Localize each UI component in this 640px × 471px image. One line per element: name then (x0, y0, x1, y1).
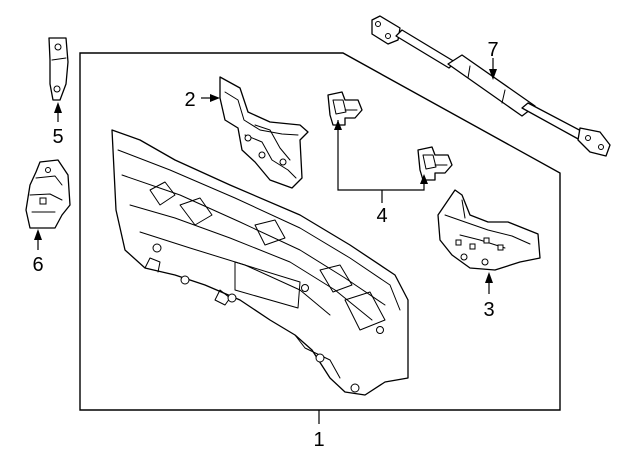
callout-3: 3 (483, 299, 494, 321)
arrow-4b (420, 174, 428, 184)
arrow-6 (34, 229, 42, 240)
arrow-7 (489, 69, 497, 80)
callout-4: 4 (376, 205, 387, 227)
callout-2: 2 (184, 89, 195, 111)
arrow-2 (210, 94, 220, 102)
callout-1: 1 (313, 429, 324, 451)
arrow-5 (54, 102, 62, 113)
callout-7: 7 (487, 39, 498, 61)
part-2-bracket[interactable] (219, 76, 309, 189)
arrow-3 (485, 272, 493, 283)
callout-6: 6 (32, 254, 43, 276)
part-3-bracket[interactable] (437, 189, 541, 271)
part-5-bracket[interactable] (48, 37, 69, 101)
part-4-clip-lower[interactable] (417, 146, 453, 181)
part-1-rear-panel[interactable] (111, 129, 409, 396)
assembly-frame (79, 52, 561, 411)
callout-5: 5 (52, 126, 63, 148)
leader-4 (337, 120, 425, 191)
arrow-4a (334, 120, 342, 130)
part-4-clip-upper[interactable] (327, 91, 363, 126)
part-7-gas-strut[interactable] (371, 15, 611, 157)
part-6-bracket[interactable] (25, 159, 71, 229)
